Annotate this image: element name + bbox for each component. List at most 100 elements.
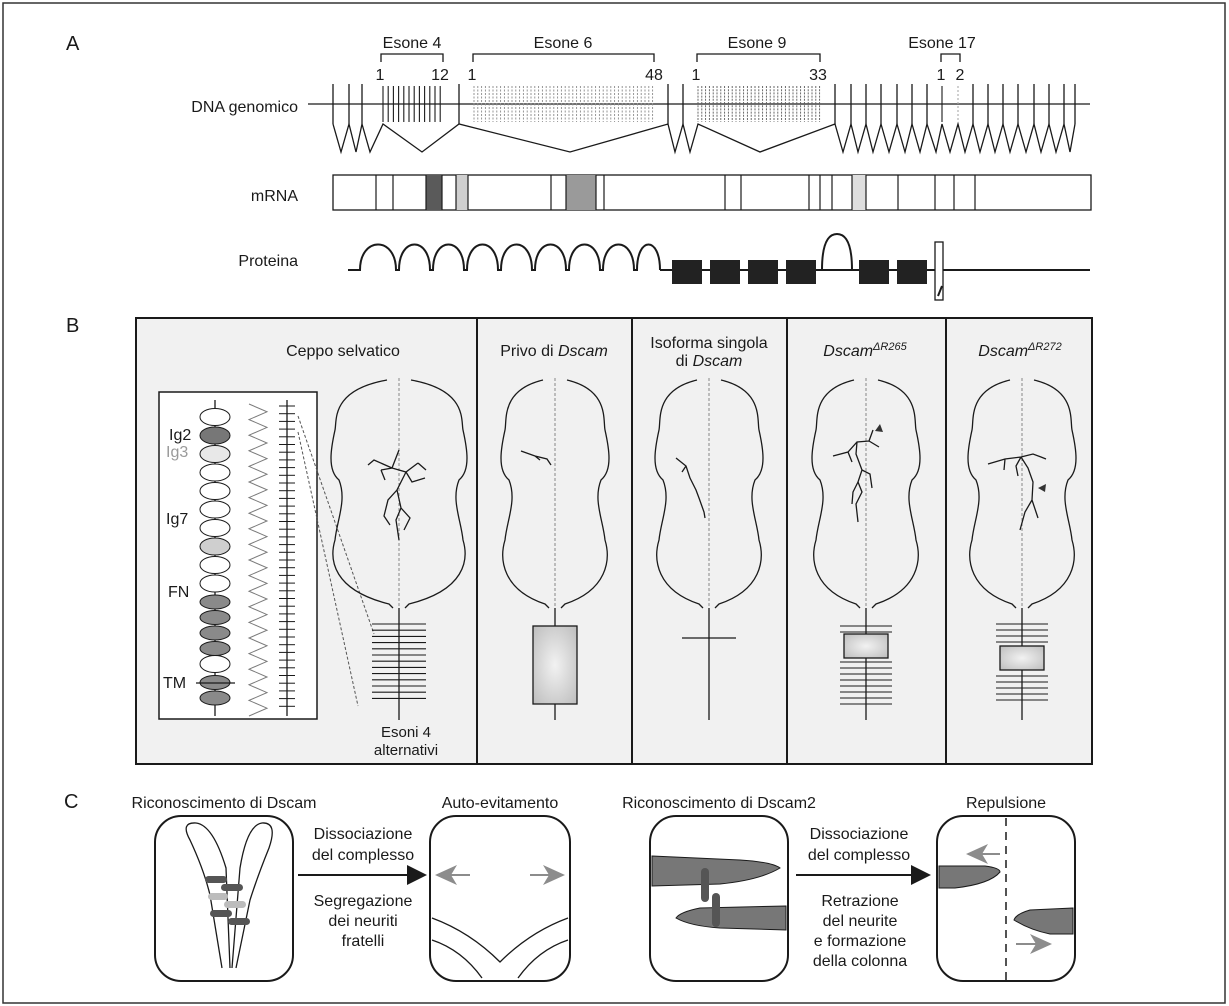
exon-group-17-last: 2 [956, 67, 965, 84]
protein-fn-domain-1 [672, 260, 702, 284]
exon-group-17-first: 1 [937, 67, 946, 84]
exon-group-4-last: 12 [431, 67, 449, 84]
c-left-dscam-4 [224, 901, 246, 908]
protein-fn-domain-3 [748, 260, 778, 284]
domain-oval-15 [200, 656, 230, 673]
c-left-arrow-bottom-3: fratelli [342, 933, 385, 950]
exon-group-4-name: Esone 4 [383, 35, 442, 52]
c-left-result: Auto-evitamento [442, 795, 559, 812]
panel-a-letter: A [66, 33, 80, 55]
domain-oval-13 [200, 626, 230, 640]
c-right-dscam2-1 [701, 868, 709, 902]
mrna-exon9-variant [566, 175, 596, 210]
c-right-arrow-bottom-4: della colonna [813, 953, 907, 970]
column-title-null: Privo di Dscam [500, 343, 608, 360]
domain-oval-4 [200, 464, 230, 481]
exon-group-6: Esone 6 1 48 [468, 35, 663, 84]
domain-label-tm: TM [163, 675, 186, 692]
c-right-arrow-top-2: del complesso [808, 847, 910, 864]
panel-c: C Riconoscimento di Dscam Dissociazione … [64, 791, 1075, 981]
mrna-exon17-variant [852, 175, 866, 210]
c-left-arrow-top-1: Dissociazione [314, 826, 413, 843]
domain-oval-14 [200, 642, 230, 656]
exon-caption-line1: Esoni 4 [381, 724, 431, 741]
c-left-dscam-1 [205, 876, 227, 883]
ladder-dr272-box [1000, 646, 1044, 670]
protein-ig-domains [348, 245, 660, 271]
c-right-result-box [937, 816, 1075, 981]
c-left-arrow-bottom-2: dei neuriti [328, 913, 397, 930]
protein-fn-domains [672, 260, 927, 284]
ladder-dr265-box [844, 634, 888, 658]
c-left-arrow-top-2: del complesso [312, 847, 414, 864]
exon-group-4-first: 1 [376, 67, 385, 84]
c-left-dscam-3 [208, 893, 228, 900]
row-label-protein: Proteina [238, 253, 298, 270]
exon-caption-line2: alternativi [374, 742, 438, 759]
protein-ig-domain-10 [822, 234, 852, 270]
domain-oval-8 [200, 538, 230, 555]
exon-group-4: Esone 4 1 12 [376, 35, 449, 84]
exon-group-9-last: 33 [809, 67, 827, 84]
domain-oval-2 [200, 427, 230, 444]
domain-oval-5 [200, 483, 230, 500]
panel-c-letter: C [64, 791, 78, 813]
mrna-bar [333, 175, 1091, 210]
exon-group-9: Esone 9 1 33 [692, 35, 827, 84]
genomic-dna [308, 84, 1090, 152]
mrna-outline [333, 175, 1091, 210]
exon-group-17-bracket [941, 54, 960, 62]
c-left-arrow-bottom-1: Segregazione [314, 893, 413, 910]
column-title-single-isoform-line1: Isoforma singola [650, 335, 767, 352]
domain-oval-12 [200, 611, 230, 625]
exon-group-6-name: Esone 6 [534, 35, 593, 52]
ladder-null-box [533, 626, 577, 704]
domain-label-ig3: Ig3 [166, 444, 188, 461]
c-right-result: Repulsione [966, 795, 1046, 812]
domain-label-fn: FN [168, 584, 189, 601]
c-right-arrow-bottom-3: e formazione [814, 933, 907, 950]
c-left-dscam-5 [210, 910, 232, 917]
exon-group-6-last: 48 [645, 67, 663, 84]
mrna-exon6-variant [456, 175, 468, 210]
c-left-title: Riconoscimento di Dscam [132, 795, 317, 812]
protein-schematic [348, 234, 1090, 300]
domain-oval-11 [200, 595, 230, 609]
panel-a: A Esone 4 1 12 Esone 6 1 48 Esone 9 1 33… [66, 33, 1091, 300]
c-right-title: Riconoscimento di Dscam2 [622, 795, 816, 812]
c-right-arrow-bottom-2: del neurite [823, 913, 898, 930]
domain-oval-17 [200, 691, 230, 705]
protein-fn-domain-4 [786, 260, 816, 284]
domain-oval-1 [200, 409, 230, 426]
c-left-result-box [430, 816, 570, 981]
domain-label-ig2: Ig2 [169, 427, 191, 444]
dna-splice-pattern [333, 124, 1075, 152]
panel-b: B Ceppo selvatico Privo di Dscam Isoform… [66, 315, 1092, 764]
protein-fn-domain-5 [859, 260, 889, 284]
domain-oval-9 [200, 557, 230, 574]
domain-label-ig7: Ig7 [166, 511, 188, 528]
column-title-wild-type: Ceppo selvatico [286, 343, 400, 360]
c-right-arrow-top-1: Dissociazione [810, 826, 909, 843]
exon-group-9-name: Esone 9 [728, 35, 787, 52]
protein-fn-domain-2 [710, 260, 740, 284]
exon-group-6-first: 1 [468, 67, 477, 84]
exon-group-9-bracket [697, 54, 820, 62]
column-title-single-isoform-line2: di Dscam [676, 353, 743, 370]
row-label-mrna: mRNA [251, 188, 298, 205]
c-right-dscam2-2 [712, 893, 720, 927]
exon-group-4-bracket [381, 54, 443, 62]
protein-fn-domain-6 [897, 260, 927, 284]
domain-oval-6 [200, 501, 230, 518]
domain-oval-7 [200, 520, 230, 537]
exon-group-17: Esone 17 1 2 [908, 35, 976, 84]
exon-group-6-bracket [473, 54, 654, 62]
c-left-dscam-2 [221, 884, 243, 891]
exon-group-17-name: Esone 17 [908, 35, 976, 52]
row-label-dna: DNA genomico [191, 99, 298, 116]
panel-b-letter: B [66, 315, 79, 337]
exon-group-9-first: 1 [692, 67, 701, 84]
c-right-arrow-bottom-1: Retrazione [821, 893, 898, 910]
domain-oval-10 [200, 575, 230, 592]
